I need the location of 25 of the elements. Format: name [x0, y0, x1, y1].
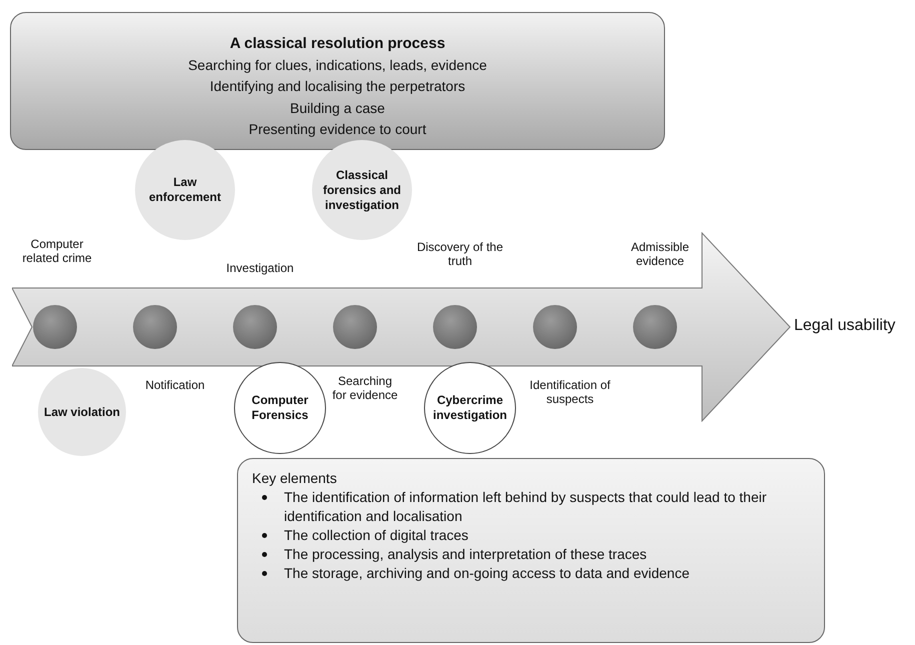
- bullet-text: The identification of information left behind by suspects that could lead to their identification and localisation: [284, 489, 767, 524]
- box-heading: Key elements: [252, 469, 338, 488]
- key-elements-box: [237, 458, 825, 643]
- stage-label: Discovery of the truth: [416, 240, 504, 268]
- process-step: Searching for clues, indications, leads, evidence: [11, 54, 664, 76]
- process-step: Identifying and localising the perpetrators: [11, 76, 664, 98]
- process-step: Building a case: [11, 98, 664, 119]
- box-heading: A classical resolution process: [228, 34, 446, 54]
- stage-label: Admissible evidence: [630, 240, 690, 268]
- role-circle: Law enforcement: [135, 140, 235, 240]
- role-circle: Computer Forensics: [234, 362, 326, 454]
- bullet-text: The collection of digital traces: [284, 527, 468, 543]
- stage-label: Notification: [144, 378, 206, 392]
- arrow-tip-label: Legal usability: [794, 317, 896, 335]
- role-circle: Classical forensics and investigation: [312, 140, 412, 240]
- role-circle: Law violation: [38, 368, 126, 456]
- stage-label: Investigation: [225, 261, 295, 275]
- stage-label: Computer related crime: [21, 237, 93, 265]
- stage-label: Identification of suspects: [528, 378, 612, 406]
- bullet-text: The processing, analysis and interpretation of these traces: [284, 546, 647, 562]
- bullet-text: The storage, archiving and on-going access to data and evidence: [284, 565, 690, 581]
- process-step: Presenting evidence to court: [11, 119, 664, 140]
- stage-label: Searching for evidence: [331, 374, 399, 402]
- role-circle: Cybercrime investigation: [424, 362, 516, 454]
- process-box: [10, 12, 665, 150]
